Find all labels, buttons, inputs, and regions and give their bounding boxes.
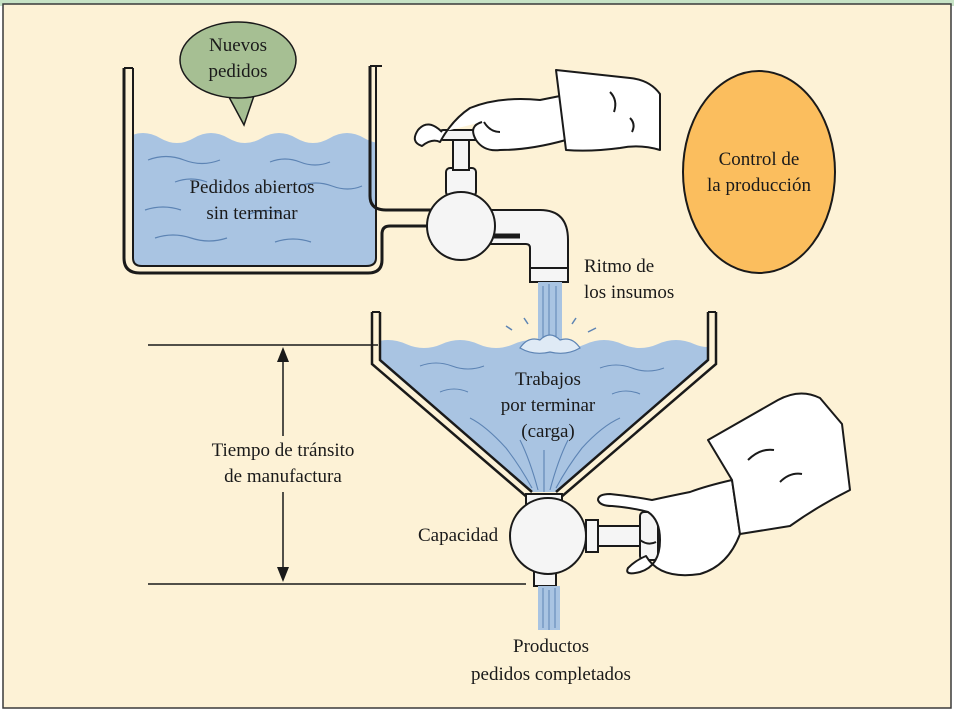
output-label-2: pedidos completados [471,664,631,685]
transit-time-label-1: Tiempo de tránsito [212,440,355,461]
open-orders-label-2: sin terminar [206,203,298,224]
production-control-label-1: Control de [719,149,800,170]
production-control-ellipse [683,71,835,273]
wip-label-3: (carga) [521,421,574,442]
transit-time-label-2: de manufactura [224,466,342,487]
capacity-label: Capacidad [418,525,499,546]
input-rate-label-2: los insumos [584,282,674,303]
wip-label-1: Trabajos [515,369,581,390]
input-rate-label-1: Ritmo de [584,256,654,277]
capacity-valve [510,498,586,574]
output-label-1: Productos [513,636,589,657]
new-orders-label-1: Nuevos [209,35,267,56]
open-orders-label-1: Pedidos abiertos [189,177,314,198]
wip-label-2: por terminar [501,395,596,416]
new-orders-label-2: pedidos [208,61,267,82]
production-control-label-2: la producción [707,175,811,196]
input-valve [427,192,495,260]
